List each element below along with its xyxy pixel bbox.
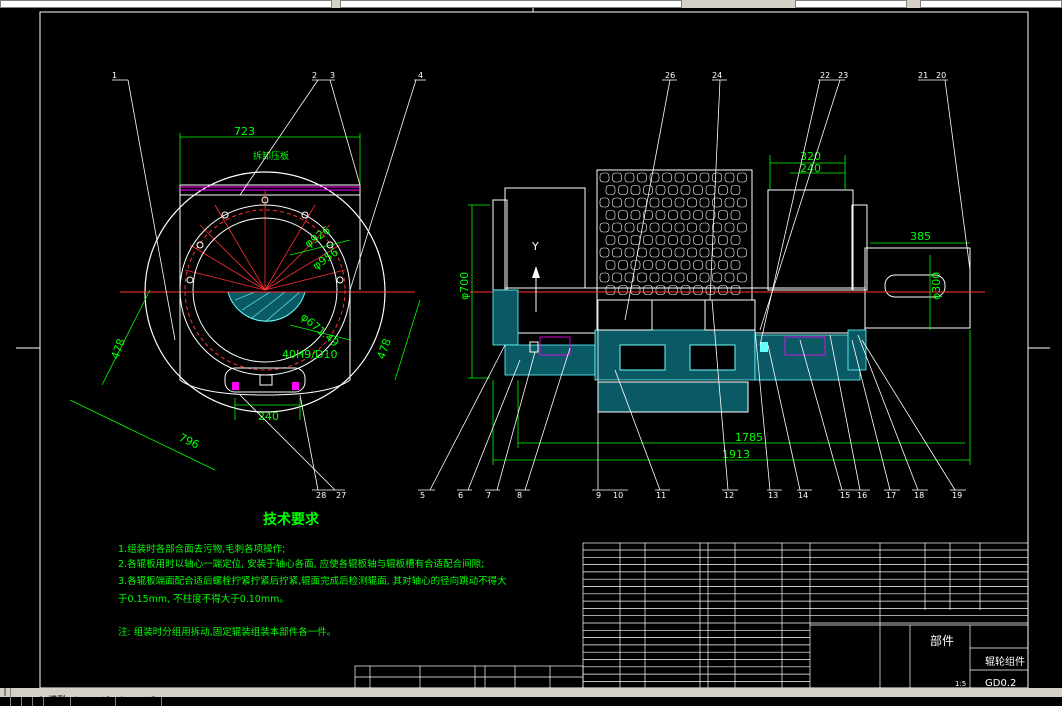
dim-phi300: φ300 [930, 272, 943, 300]
part-callout: 27 [336, 491, 346, 500]
dim-phi956: φ956 [310, 246, 341, 273]
part-callout: 15 [840, 491, 850, 500]
tab-layout2[interactable]: Layout2 [116, 697, 162, 706]
axis-y-label: Y [531, 240, 539, 253]
part-callout: 20 [936, 71, 946, 80]
dim-320: 320 [800, 150, 821, 163]
part-callout: 5 [420, 491, 425, 500]
part-callout: 22 [820, 71, 830, 80]
title-part-name: 辊轮组件 [985, 655, 1025, 668]
tab-prev-arrow-icon[interactable]: ◂ [11, 697, 22, 706]
dim-478-right: 478 [375, 337, 394, 361]
part-callout: 19 [952, 491, 962, 500]
part-callout: 10 [613, 491, 623, 500]
dim-phi671: φ671.49 [298, 310, 341, 349]
part-callout: 12 [724, 491, 734, 500]
tech-line: 注: 组装时分组用拆动,固定辊装组装本部件各一件。 [118, 626, 336, 638]
dim-240-left: 240 [258, 410, 279, 423]
part-callout: 18 [914, 491, 924, 500]
toolbar-strip [0, 0, 1062, 8]
part-callout: 8 [517, 491, 522, 500]
drawing-number: GD0.2 [985, 678, 1016, 688]
part-callout: 24 [712, 71, 722, 80]
drawing-scale: 1:5 [955, 680, 966, 688]
part-callout: 14 [798, 491, 808, 500]
dim-240-top: 240 [800, 162, 821, 175]
title-category: 部件 [930, 633, 954, 648]
part-callout: 23 [838, 71, 848, 80]
dim-385: 385 [910, 230, 931, 243]
tab-layout1[interactable]: Layout1 [71, 697, 117, 706]
dim-1785: 1785 [735, 431, 763, 444]
part-callout: 11 [656, 491, 666, 500]
part-callout: 21 [918, 71, 928, 80]
part-callout: 1 [112, 71, 117, 80]
tech-line: 于0.15mm, 不柱度不得大于0.10mm。 [118, 593, 289, 605]
dim-phi926: φ926 [302, 224, 333, 251]
tech-line: 3.各辊板端面配合适后螺栓拧紧拧紧后拧紧,辊面完成后检测辊面, 其对轴心的径向跳… [118, 575, 507, 587]
dim-478-left: 478 [109, 337, 128, 361]
part-callout: 3 [330, 71, 335, 80]
part-callout: 6 [458, 491, 463, 500]
property-field[interactable] [920, 0, 1062, 8]
tab-model[interactable]: 模型 [44, 697, 72, 706]
tab-next-arrow-icon[interactable]: ▸ [22, 697, 33, 706]
bom-table [582, 542, 1029, 689]
property-field[interactable] [340, 0, 682, 8]
part-callout: 16 [857, 491, 867, 500]
tech-line: 2.各辊板用时以轴心一端定位, 安装于轴心各面, 应使各辊板轴与辊板槽有合适配合… [118, 558, 484, 570]
part-callout: 4 [418, 71, 423, 80]
mark-plate-label: 拆卸压板 [253, 150, 289, 162]
tech-title: 技术要求 [263, 511, 320, 528]
part-callout: 28 [316, 491, 326, 500]
dim-796: 796 [177, 431, 202, 452]
cad-drawing: 723 拆卸压板 φ926 φ956 φ671.49 40H9/D10 240 … [16, 8, 1050, 689]
front-section-view: Y φ700 320 240 385 φ300 1785 1913 [418, 71, 985, 500]
part-callout: 2 [312, 71, 317, 80]
tab-last-arrow-icon[interactable]: ▸| [35, 696, 44, 706]
tab-first-arrow-icon[interactable]: |◂ [0, 688, 11, 706]
part-callout: 17 [886, 491, 896, 500]
property-field[interactable] [0, 0, 332, 8]
tech-requirements: 技术要求 1.组装时各部合面去污物,毛刺各项操作; 2.各辊板用时以轴心一端定位… [118, 511, 507, 638]
dim-phi700: φ700 [458, 272, 471, 300]
part-callout: 13 [768, 491, 778, 500]
dim-hole-fit: 40H9/D10 [282, 348, 337, 361]
drawing-canvas[interactable]: 723 拆卸压板 φ926 φ956 φ671.49 40H9/D10 240 … [0, 8, 1062, 689]
dim-1913: 1913 [722, 448, 750, 461]
bom-table-lower [354, 665, 584, 689]
property-field[interactable] [795, 0, 907, 8]
tech-line: 1.组装时各部合面去污物,毛刺各项操作; [118, 543, 285, 555]
part-callout: 26 [665, 71, 675, 80]
side-view: 723 拆卸压板 φ926 φ956 φ671.49 40H9/D10 240 … [69, 71, 426, 500]
part-callout: 9 [596, 491, 601, 500]
part-callout: 7 [486, 491, 491, 500]
dim-723: 723 [234, 125, 255, 138]
